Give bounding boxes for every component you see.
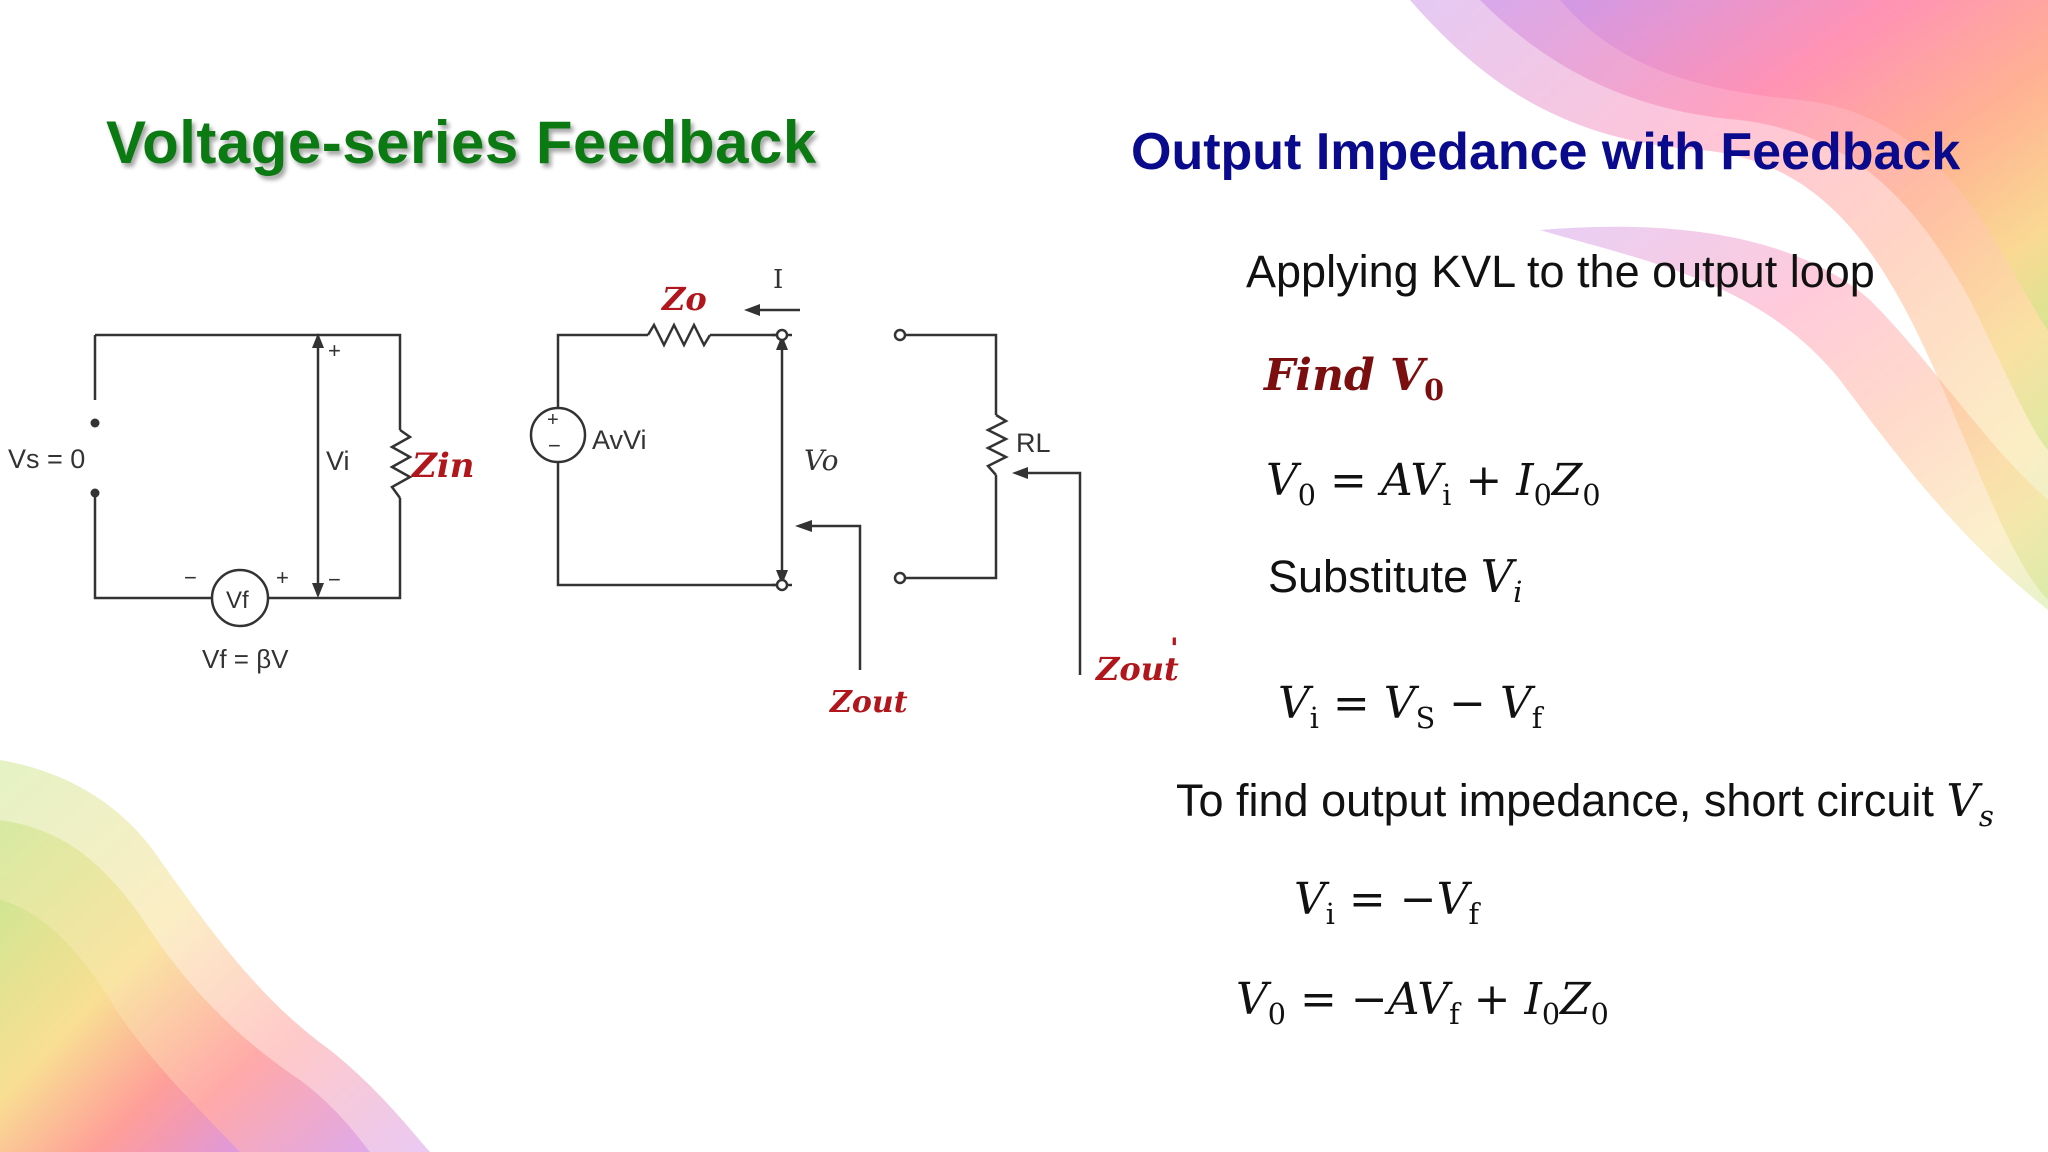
vi-label: Vi [326, 446, 350, 476]
eq3-rhs: V [1436, 874, 1469, 925]
equation-v0-kvl: V0 = AVi + I0Z0 [1266, 455, 1601, 512]
vf-equation-label: Vf = βV [202, 644, 289, 674]
eq4-term-b: I [1524, 974, 1542, 1025]
av-source-label: AvVi [592, 425, 647, 455]
av-dependent-source [529, 406, 587, 464]
substitute-text: Substitute [1268, 551, 1481, 602]
zout-arrow-head [795, 520, 812, 532]
eq2-term-b: V [1500, 678, 1532, 729]
eq1-term-c: Z [1551, 455, 1583, 506]
eq2-term-b-sub: f [1531, 701, 1543, 735]
eq1-term-b: I [1516, 455, 1534, 506]
zin-resistor [389, 428, 413, 499]
current-label: I [773, 265, 783, 295]
vo-arrow-head-top [776, 335, 788, 350]
input-right-wire [268, 498, 402, 600]
short-sub: s [1978, 799, 1994, 834]
eq1-lhs-sub: 0 [1297, 478, 1316, 512]
zout-arrow-line [800, 524, 862, 670]
load-terminal-top [893, 328, 907, 342]
vf-plus-sign: + [276, 565, 289, 590]
rl-resistor [985, 413, 1009, 476]
eq4-term-c-sub: 0 [1590, 997, 1609, 1031]
vi-arrow-head-bottom [312, 583, 324, 598]
zout-prime-arrow-head [1012, 467, 1028, 479]
vs-terminal-bottom [90, 488, 100, 498]
load-top-wire [900, 333, 998, 415]
vo-label: Vo [804, 444, 839, 477]
bottom-left-ribbon [0, 760, 430, 1152]
rl-label: RL [1016, 428, 1051, 458]
vi-minus-sign: − [328, 567, 341, 592]
vf-minus-sign: − [184, 565, 197, 590]
find-prefix: Find V [1264, 350, 1425, 401]
vo-arrow-head-bottom [776, 570, 788, 585]
vi-plus-sign: + [328, 338, 341, 363]
eq4-term-b-sub: 0 [1541, 997, 1561, 1031]
av-source-plus: + [547, 409, 559, 431]
top-right-ribbon [1410, 0, 2048, 610]
vf-source [210, 568, 270, 628]
current-arrow-head [744, 304, 760, 316]
output-left-wire-bottom [556, 458, 782, 587]
equation-vi: Vi = VS − Vf [1278, 678, 1543, 735]
input-left-wire-bottom [93, 495, 212, 600]
find-v0-heading: Find V0 [1264, 350, 1444, 407]
right-title: Output Impedance with Feedback [1131, 123, 1961, 181]
eq2-lhs: V [1278, 678, 1310, 729]
vs-terminal-top [90, 418, 100, 428]
eq2-term-a: V [1383, 678, 1416, 729]
eq1-lhs: V [1266, 455, 1298, 506]
equation-vi-short: Vi = −Vf [1294, 874, 1480, 931]
output-left-wire-top [556, 333, 648, 412]
zout-prime-arrow-line [1018, 471, 1082, 675]
zo-label: Zo [660, 280, 707, 318]
eq1-term-b-sub: 0 [1533, 478, 1552, 512]
short-circuit-line: To find output impedance, short circuit … [1176, 774, 1994, 833]
av-source-minus: − [548, 433, 561, 458]
vs-label: Vs = 0 [8, 444, 85, 474]
eq3-rhs-sub: f [1468, 897, 1480, 931]
eq4-term-a-sub: f [1449, 997, 1460, 1031]
vf-label: Vf [226, 587, 249, 614]
eq1-term-a-sub: i [1442, 478, 1452, 512]
eq4-term-c: Z [1560, 974, 1591, 1025]
zout-prime-label: Zout [1094, 650, 1179, 688]
output-terminal-top [775, 328, 789, 342]
voltage-series-feedback-circuit: Vs = 0 Vi + − − + Vf Vf = βV + − AvVi I … [8, 265, 1179, 720]
eq4-lhs: V [1236, 974, 1268, 1025]
zout-prime-mark: ' [1170, 632, 1179, 665]
short-var: V [1946, 774, 1979, 827]
eq4-lhs-sub: 0 [1267, 997, 1286, 1031]
zin-label: Zin [410, 446, 474, 486]
eq4-term-a: AV [1387, 974, 1450, 1025]
eq3-lhs: V [1294, 874, 1326, 925]
left-title: Voltage-series Feedback [106, 109, 817, 176]
kvl-instruction: Applying KVL to the output loop [1246, 246, 1875, 297]
zo-resistor [646, 322, 712, 348]
find-sub: 0 [1424, 373, 1445, 407]
eq1-term-c-sub: 0 [1582, 478, 1601, 512]
short-text: To find output impedance, short circuit [1176, 775, 1947, 826]
load-bottom-wire [900, 475, 998, 580]
substitute-var: V [1480, 550, 1514, 603]
eq2-term-a-sub: S [1415, 701, 1436, 735]
input-top-wire [95, 333, 402, 430]
eq3-lhs-sub: i [1325, 897, 1335, 931]
eq1-term-a: AV [1380, 455, 1443, 506]
substitute-sub: i [1513, 575, 1523, 610]
vi-arrow-head-top [312, 333, 324, 348]
eq2-lhs-sub: i [1309, 701, 1319, 735]
zout-label: Zout [829, 685, 908, 720]
output-terminal-bottom [775, 578, 789, 592]
equation-v0-final: V0 = −AVf + I0Z0 [1236, 974, 1609, 1031]
load-terminal-bottom [893, 571, 907, 585]
substitute-line: Substitute Vi [1268, 550, 1523, 609]
